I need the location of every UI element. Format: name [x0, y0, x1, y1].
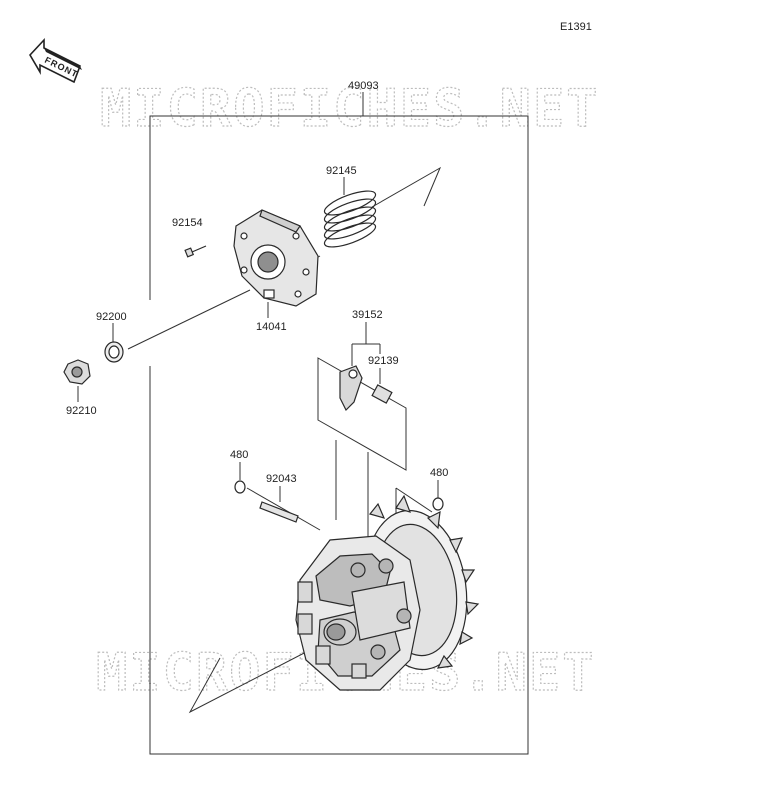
weight-group-frame: [317, 357, 407, 471]
drive-pulley-part: [295, 494, 480, 691]
axis-arrow-bottom: [188, 649, 311, 714]
front-arrow-icon: FRONT: [29, 37, 82, 84]
callout-49093: 49093: [348, 80, 379, 92]
bolt-part: [184, 245, 207, 258]
callout-480-right: 480: [430, 467, 448, 479]
diagram-code: E1391: [560, 21, 592, 33]
callout-92145: 92145: [326, 165, 357, 177]
callout-92200: 92200: [96, 311, 127, 323]
washer-part: [104, 341, 124, 363]
callout-92139: 92139: [368, 355, 399, 367]
assembly-frame: [149, 92, 529, 755]
callout-92210: 92210: [66, 405, 97, 417]
spring-part: [323, 190, 377, 248]
callout-92154: 92154: [172, 217, 203, 229]
watermark-top: MICROFICHES.NET: [100, 79, 600, 139]
axis-arrow-top: [371, 166, 442, 208]
weight-arm-part: [339, 365, 363, 412]
nut-part: [63, 359, 91, 385]
callout-92043: 92043: [266, 473, 297, 485]
oring-left-part: [234, 480, 246, 494]
pin-part: [259, 501, 299, 523]
collar-part: [371, 384, 393, 404]
cover-plate-part: [233, 209, 319, 307]
callout-14041: 14041: [256, 321, 287, 333]
callout-39152: 39152: [352, 309, 383, 321]
oring-right-part: [432, 497, 444, 511]
callout-480-left: 480: [230, 449, 248, 461]
